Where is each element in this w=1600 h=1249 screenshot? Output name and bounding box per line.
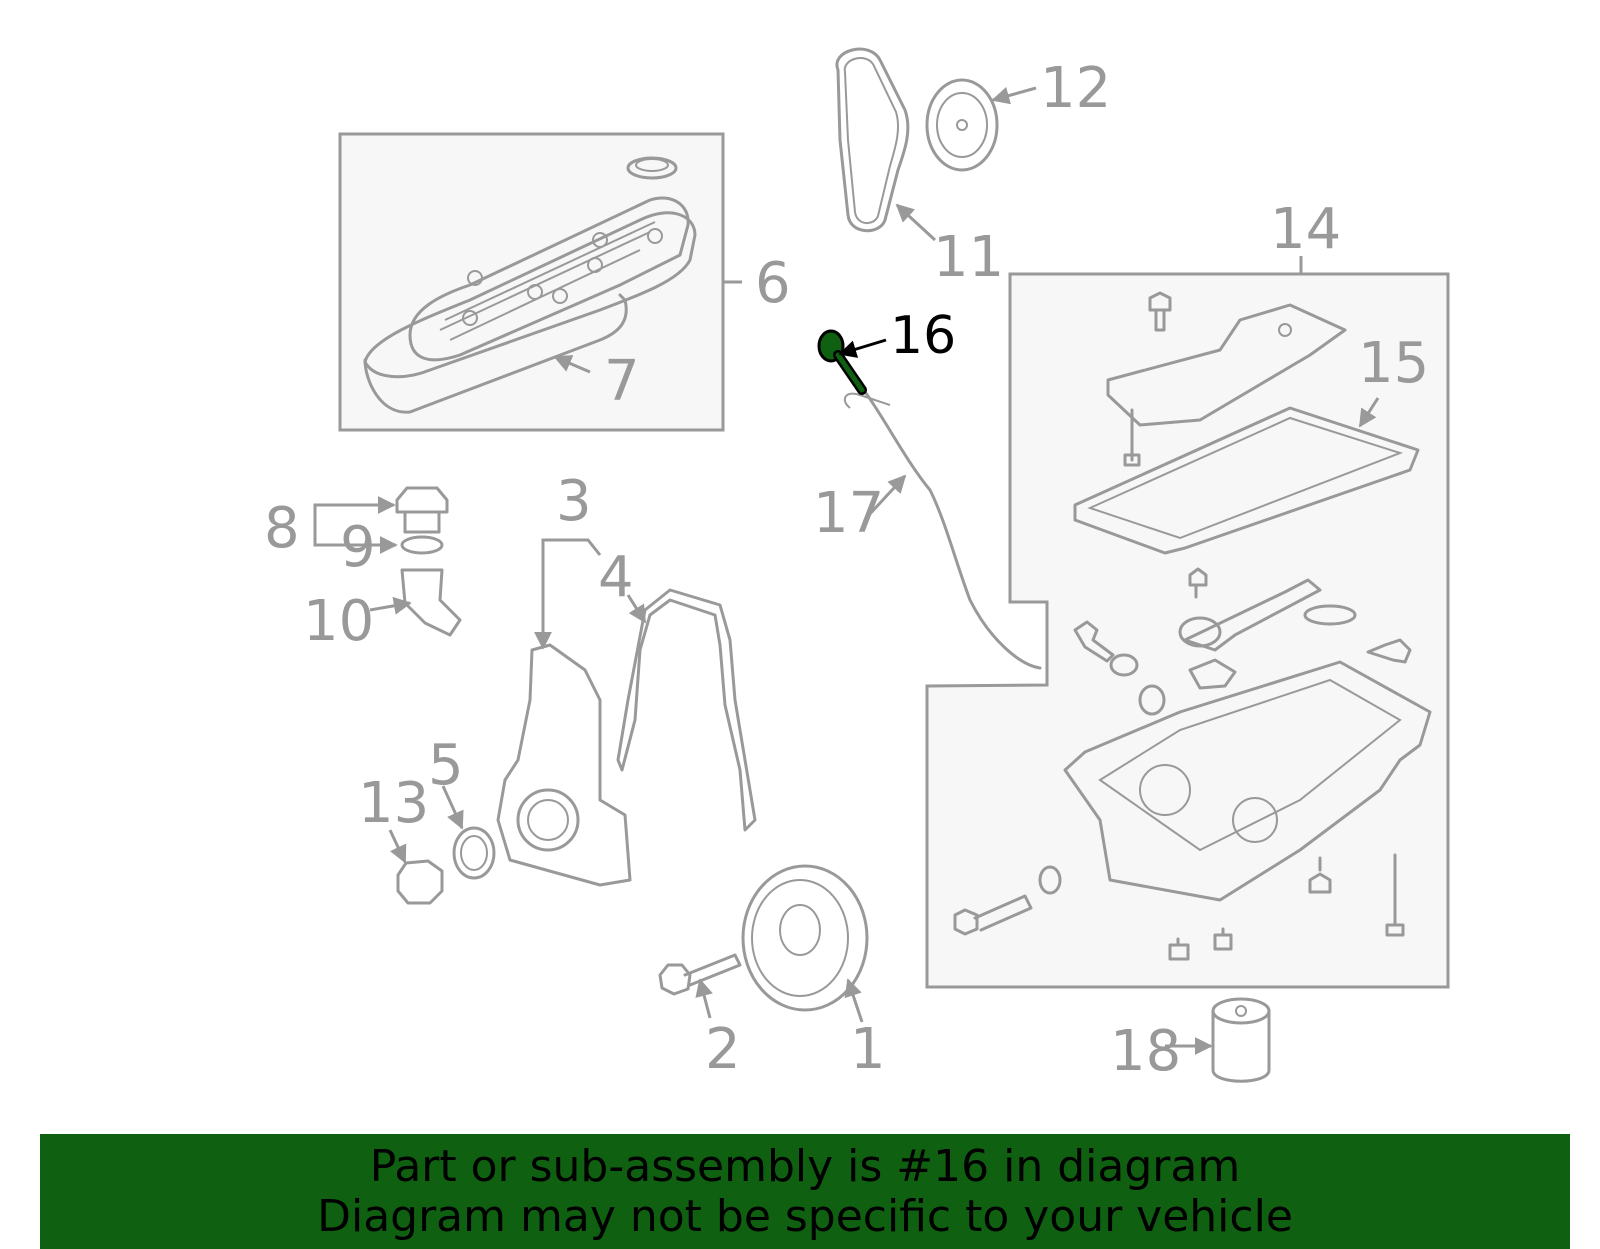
oil-pan-box xyxy=(925,256,1450,989)
callout-17: 17 xyxy=(813,481,884,546)
banner-line-1: Part or sub-assembly is #16 in diagram xyxy=(369,1141,1241,1192)
callout-14: 14 xyxy=(1270,197,1341,262)
callout-18: 18 xyxy=(1110,1019,1181,1084)
balancer-and-bolt xyxy=(658,864,869,1023)
callout-10: 10 xyxy=(303,589,374,654)
callout-12: 12 xyxy=(1040,56,1111,121)
callout-11: 11 xyxy=(933,225,1004,290)
callout-9: 9 xyxy=(340,515,376,580)
oil-filter xyxy=(1165,997,1271,1083)
callout-5: 5 xyxy=(428,733,464,798)
banner-line-2: Diagram may not be specific to your vehi… xyxy=(317,1191,1293,1242)
oil-fill-parts xyxy=(313,486,462,637)
callout-2: 2 xyxy=(705,1017,741,1082)
valve-cover-box xyxy=(338,132,742,432)
callout-7: 7 xyxy=(604,349,640,414)
callout-13: 13 xyxy=(358,771,429,836)
dipstick-highlight xyxy=(817,329,887,395)
callout-15: 15 xyxy=(1358,331,1429,396)
callout-1: 1 xyxy=(850,1017,886,1082)
timing-chain-and-sprocket xyxy=(835,47,1037,242)
callout-4: 4 xyxy=(598,545,634,610)
info-banner: Part or sub-assembly is #16 in diagram D… xyxy=(40,1134,1570,1249)
callout-16: 16 xyxy=(890,306,956,366)
dipstick-tube xyxy=(843,383,1042,670)
front-cover-parts xyxy=(388,538,757,905)
callout-8: 8 xyxy=(264,496,300,561)
callout-6: 6 xyxy=(755,251,791,316)
callout-3: 3 xyxy=(556,469,592,534)
